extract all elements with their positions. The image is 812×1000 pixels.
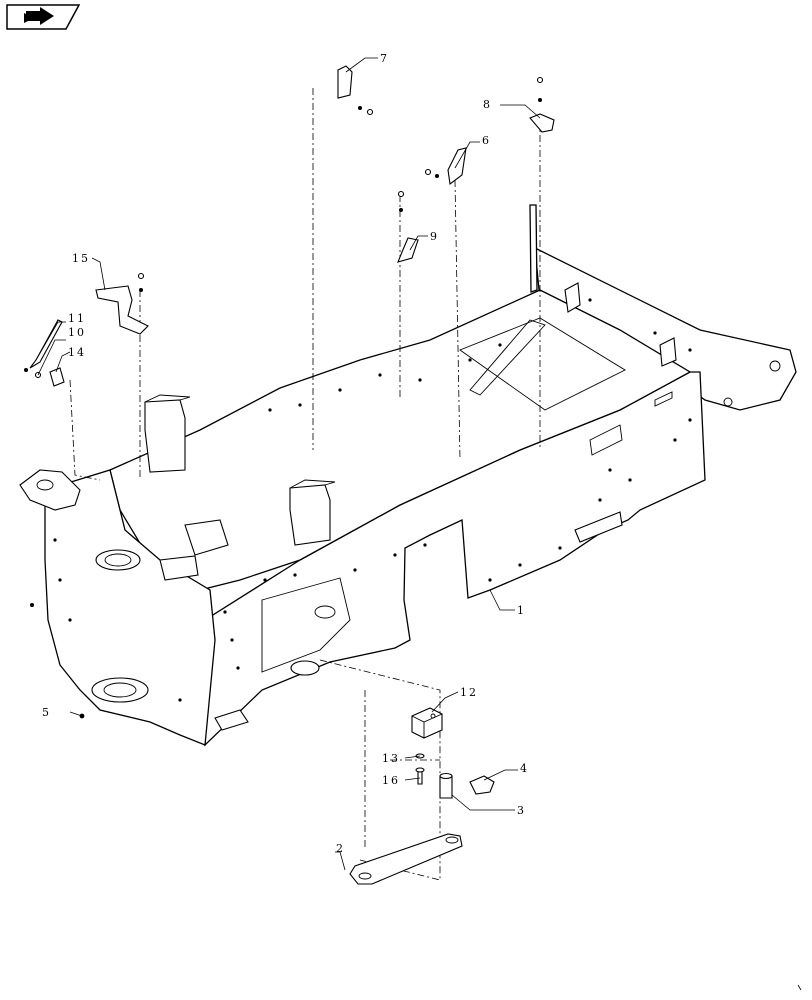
callout-2: 2 xyxy=(336,842,345,855)
bracket-part-7 xyxy=(337,65,374,116)
callout-14: 14 xyxy=(68,346,86,359)
bracket-part-15 xyxy=(95,272,149,335)
block-part-12 xyxy=(411,707,443,739)
next-page-button[interactable] xyxy=(6,4,80,30)
callout-9: 9 xyxy=(430,230,439,243)
next-page-arrow-icon xyxy=(24,7,54,25)
corner-mark xyxy=(797,984,802,991)
link-bar-part-2 xyxy=(349,833,463,885)
callout-13: 13 xyxy=(382,752,400,765)
callout-8: 8 xyxy=(483,98,492,111)
callout-7: 7 xyxy=(380,52,389,65)
leader-lines xyxy=(35,57,541,871)
callout-10: 10 xyxy=(68,326,86,339)
callout-12: 12 xyxy=(460,686,478,699)
bushing-part-3 xyxy=(439,772,453,799)
clip-part-14 xyxy=(49,367,65,387)
bolt-part-16 xyxy=(415,767,425,785)
rod-part-10 xyxy=(24,319,63,379)
callout-11: 11 xyxy=(68,312,86,325)
bracket-part-8 xyxy=(529,76,555,133)
callout-15: 15 xyxy=(72,252,90,265)
plate-part-4 xyxy=(469,775,495,795)
callout-16: 16 xyxy=(382,774,400,787)
callout-5: 5 xyxy=(42,706,51,719)
callout-6: 6 xyxy=(482,134,491,147)
bracket-part-9 xyxy=(397,190,419,263)
bracket-part-6 xyxy=(424,147,467,185)
main-frame xyxy=(19,204,797,747)
callout-1: 1 xyxy=(517,604,526,617)
callout-4: 4 xyxy=(520,762,529,775)
assembly-center-lines xyxy=(69,88,541,881)
callout-3: 3 xyxy=(517,804,526,817)
